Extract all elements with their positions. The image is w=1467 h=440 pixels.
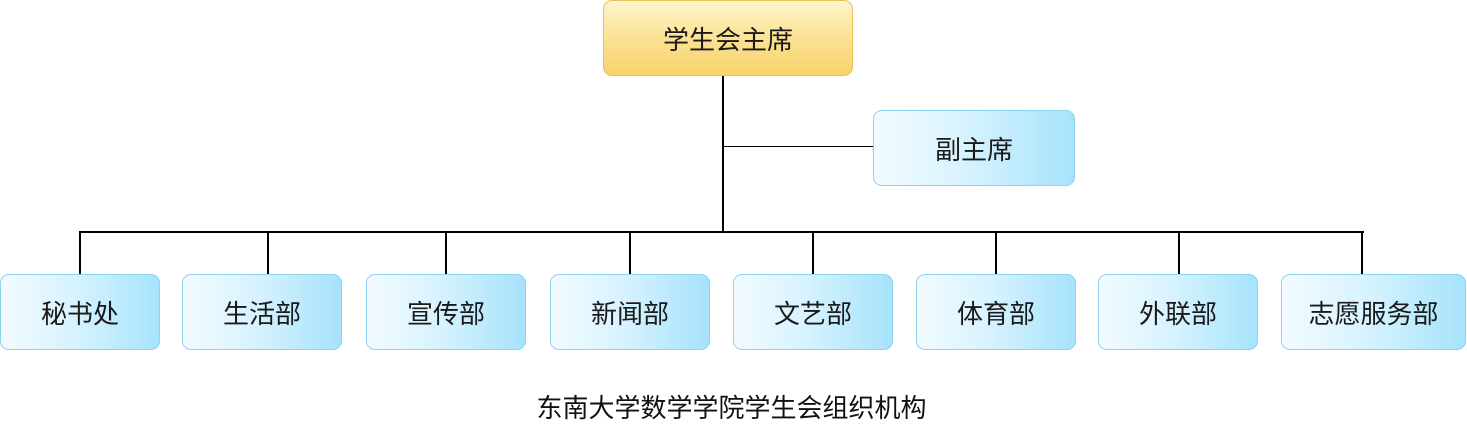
connector-drop-1 bbox=[267, 232, 269, 274]
connector-drop-5 bbox=[995, 232, 997, 274]
connector-department-bus bbox=[79, 231, 1364, 233]
node-department: 生活部 bbox=[182, 274, 342, 350]
node-department: 外联部 bbox=[1098, 274, 1258, 350]
department-label: 生活部 bbox=[222, 299, 301, 330]
node-chair: 学生会主席 bbox=[603, 0, 853, 76]
connector-drop-2 bbox=[445, 232, 447, 274]
node-department: 新闻部 bbox=[550, 274, 710, 350]
node-vice-chair-label: 副主席 bbox=[934, 135, 1013, 166]
node-department: 文艺部 bbox=[733, 274, 893, 350]
connector-drop-6 bbox=[1178, 232, 1180, 274]
connector-drop-4 bbox=[812, 232, 814, 274]
diagram-caption: 东南大学数学学院学生会组织机构 bbox=[536, 394, 927, 424]
connector-drop-7 bbox=[1361, 232, 1363, 274]
node-department: 志愿服务部 bbox=[1281, 274, 1466, 350]
department-label: 外联部 bbox=[1138, 299, 1217, 330]
node-department: 宣传部 bbox=[366, 274, 526, 350]
department-label: 新闻部 bbox=[590, 299, 669, 330]
node-department: 秘书处 bbox=[0, 274, 160, 350]
node-department: 体育部 bbox=[916, 274, 1076, 350]
department-label: 秘书处 bbox=[40, 299, 119, 330]
node-chair-label: 学生会主席 bbox=[662, 25, 793, 56]
department-label: 宣传部 bbox=[406, 299, 485, 330]
connector-drop-0 bbox=[79, 232, 81, 274]
connector-vice-chair bbox=[723, 146, 873, 147]
connector-chair-trunk bbox=[722, 76, 724, 232]
department-label: 体育部 bbox=[956, 299, 1035, 330]
department-label: 文艺部 bbox=[773, 299, 852, 330]
node-vice-chair: 副主席 bbox=[873, 110, 1075, 186]
connector-drop-3 bbox=[629, 232, 631, 274]
department-label: 志愿服务部 bbox=[1308, 299, 1439, 330]
